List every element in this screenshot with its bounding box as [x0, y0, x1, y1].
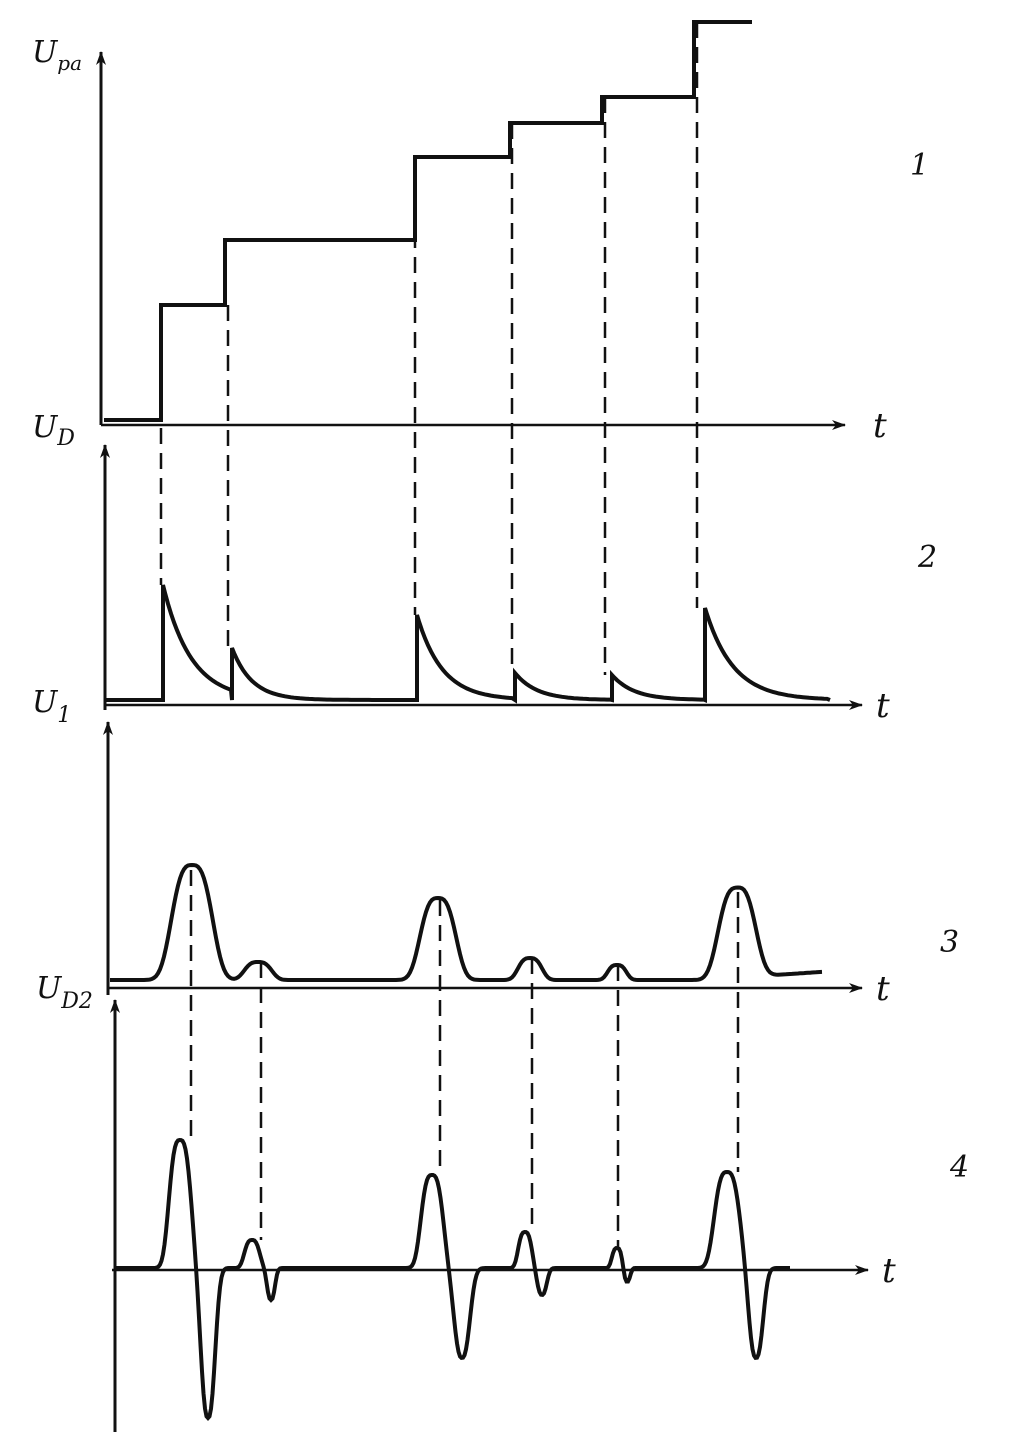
staircase-signal	[104, 20, 752, 422]
panel3-number: 3	[940, 925, 959, 960]
bipolar-pulse-signal	[115, 1137, 790, 1422]
ud2-label: UD2	[36, 971, 93, 1014]
pulse-decay-signal	[106, 584, 831, 704]
panel2-number: 2	[917, 540, 937, 575]
panel3-t-label: t	[876, 969, 890, 1009]
upa-label: Upa	[32, 35, 82, 75]
panel1-t-label: t	[873, 406, 887, 446]
panel4-t-label: t	[882, 1251, 896, 1291]
u1-label: U1	[32, 685, 71, 728]
dashed-guide-lines	[159, 22, 740, 1248]
ud-label: UD	[32, 410, 75, 451]
panel2-t-label: t	[876, 686, 890, 726]
bell-pulse-signal	[110, 862, 823, 982]
panel1-number: 1	[910, 148, 929, 183]
panel4-number: 4	[949, 1150, 969, 1185]
